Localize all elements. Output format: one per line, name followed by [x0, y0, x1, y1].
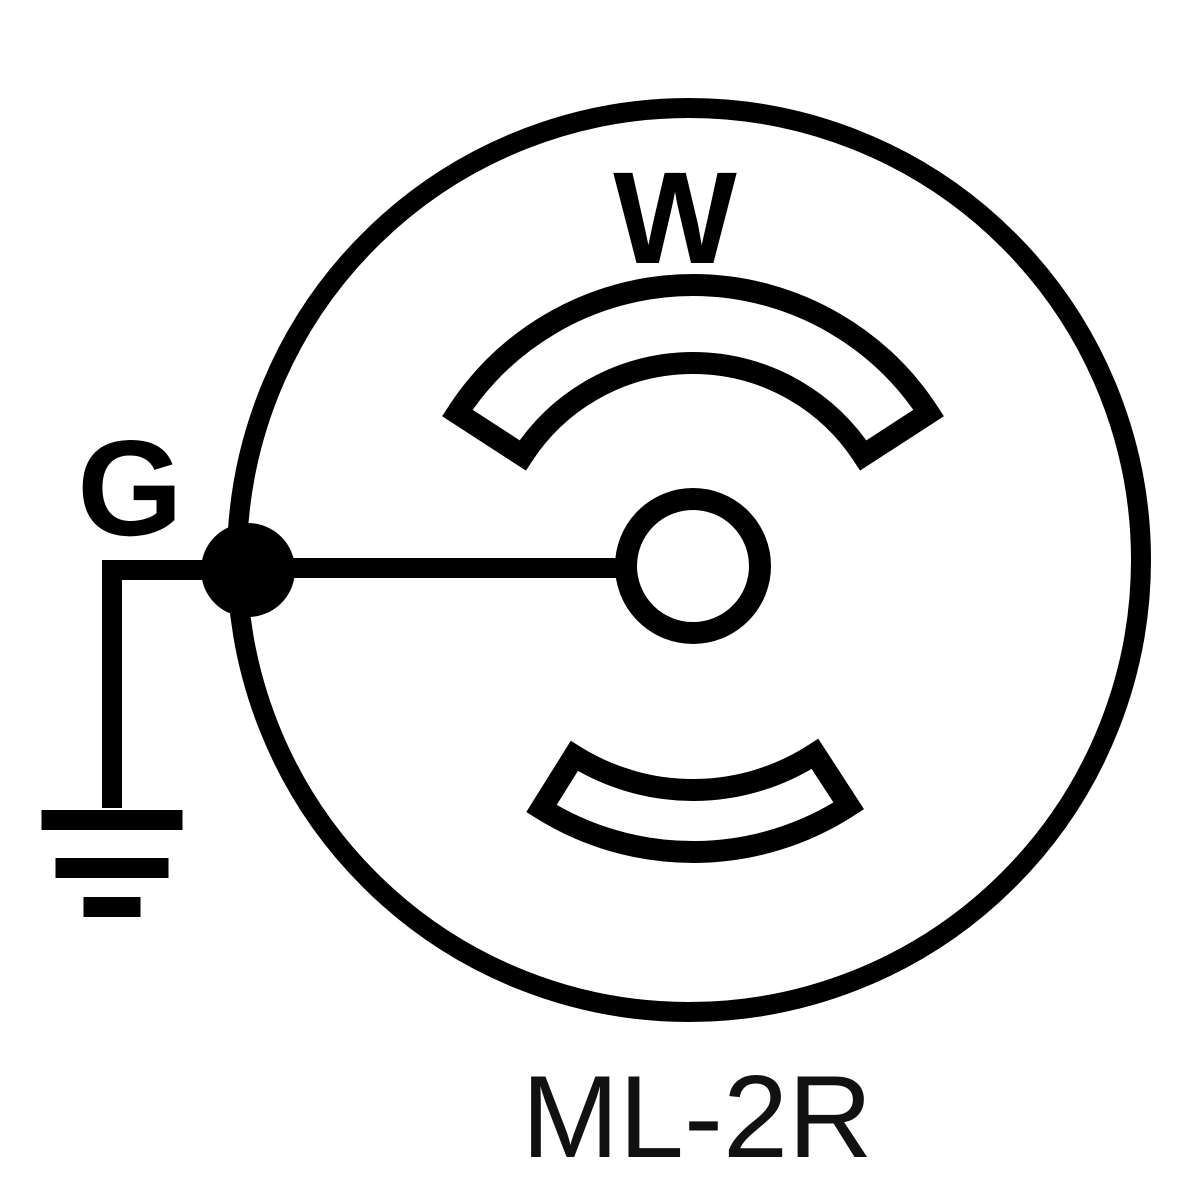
- ground-junction-dot: [201, 523, 295, 617]
- terminal-label-neutral: W: [613, 144, 737, 291]
- earth-ground-bar-3: [83, 897, 141, 917]
- earth-ground-symbol: [41, 810, 183, 917]
- earth-ground-bar-1: [41, 810, 183, 830]
- terminal-label-ground: G: [77, 412, 183, 564]
- ground-pin-hole-ring: [615, 488, 771, 644]
- diagram-caption: ML-2R: [521, 1051, 872, 1182]
- neutral-arc-slot: [442, 274, 944, 471]
- earth-ground-bar-2: [55, 858, 169, 878]
- hot-arc-slot: [526, 738, 864, 863]
